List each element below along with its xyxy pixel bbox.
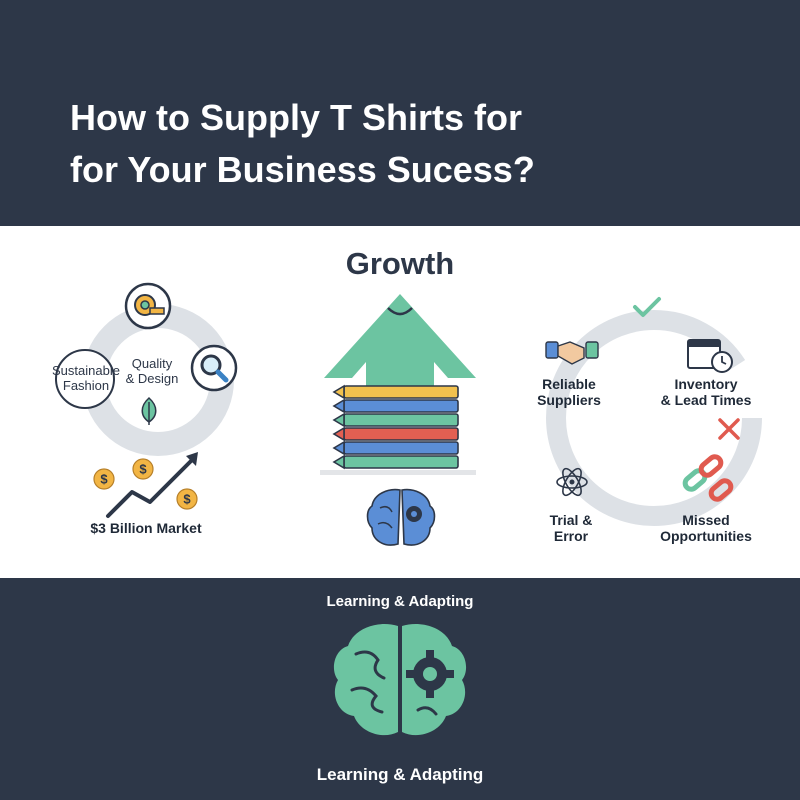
market-size-label: $3 Billion Market — [90, 520, 202, 536]
svg-text:$: $ — [183, 492, 191, 507]
sustainable-fashion-line-2: Fashion — [62, 378, 110, 393]
inventory-line-1: Inventory — [674, 376, 738, 392]
large-brain-gear-icon — [333, 624, 467, 736]
inventory-line-2: & Lead Times — [660, 392, 752, 408]
calendar-clock-icon — [687, 339, 733, 373]
page-title: How to Supply T Shirts for for Your Busi… — [70, 92, 690, 196]
page-title-line-2: for Your Business Sucess? — [70, 149, 535, 190]
cross-icon — [718, 418, 740, 440]
magnifier-icon — [190, 344, 238, 392]
page-title-line-1: How to Supply T Shirts for — [70, 97, 522, 138]
check-icon — [633, 297, 661, 317]
trial-error-line-1: Trial & — [549, 512, 593, 528]
svg-text:$: $ — [100, 472, 108, 487]
reliable-suppliers-line-1: Reliable — [542, 376, 596, 392]
folded-shirts-stack-icon — [332, 384, 459, 470]
fashion-node-circle — [55, 349, 115, 409]
missed-line-2: Opportunities — [660, 528, 752, 544]
tshirt-growth-arrow-icon — [324, 294, 476, 390]
broken-chain-icon — [682, 454, 734, 502]
reliable-suppliers-label: Reliable Suppliers — [524, 376, 614, 408]
shelf-line — [320, 470, 476, 475]
dollar-coin-icon: $ — [132, 458, 154, 480]
trial-error-line-2: Error — [553, 528, 589, 544]
learning-adapting-label-top: Learning & Adapting — [326, 593, 474, 610]
leaf-icon — [141, 396, 157, 425]
growth-title: Growth — [345, 246, 455, 281]
sustainable-fashion-label: Sustainable Fashion — [46, 363, 126, 393]
quality-design-line-2: & Design — [125, 371, 179, 386]
missed-opportunities-label: Missed Opportunities — [650, 512, 762, 544]
supply-cycle-ring — [546, 310, 762, 526]
trial-error-label: Trial & Error — [536, 512, 606, 544]
svg-text:$: $ — [139, 462, 147, 477]
handshake-icon — [545, 341, 599, 365]
brain-gear-icon — [366, 488, 436, 546]
learning-adapting-label-bottom: Learning & Adapting — [316, 765, 484, 784]
measuring-tape-icon — [124, 282, 172, 330]
missed-line-1: Missed — [682, 512, 730, 528]
sustainable-fashion-line-1: Sustainable — [52, 363, 120, 378]
inventory-lead-times-label: Inventory & Lead Times — [654, 376, 758, 408]
infographic-panel: Growth Sustainable Fashion Quality & Des… — [0, 226, 800, 578]
header-band: How to Supply T Shirts for for Your Busi… — [0, 0, 800, 226]
quality-design-label: Quality & Design — [112, 356, 192, 386]
footer-band: Learning & Adapting Learning & Adapting — [0, 578, 800, 800]
dollar-coin-icon: $ — [176, 488, 198, 510]
market-growth-arrow-icon — [106, 452, 198, 518]
reliable-suppliers-line-2: Suppliers — [537, 392, 601, 408]
quality-design-line-1: Quality — [131, 356, 173, 371]
dollar-coin-icon: $ — [93, 468, 115, 490]
atom-icon — [556, 467, 588, 497]
